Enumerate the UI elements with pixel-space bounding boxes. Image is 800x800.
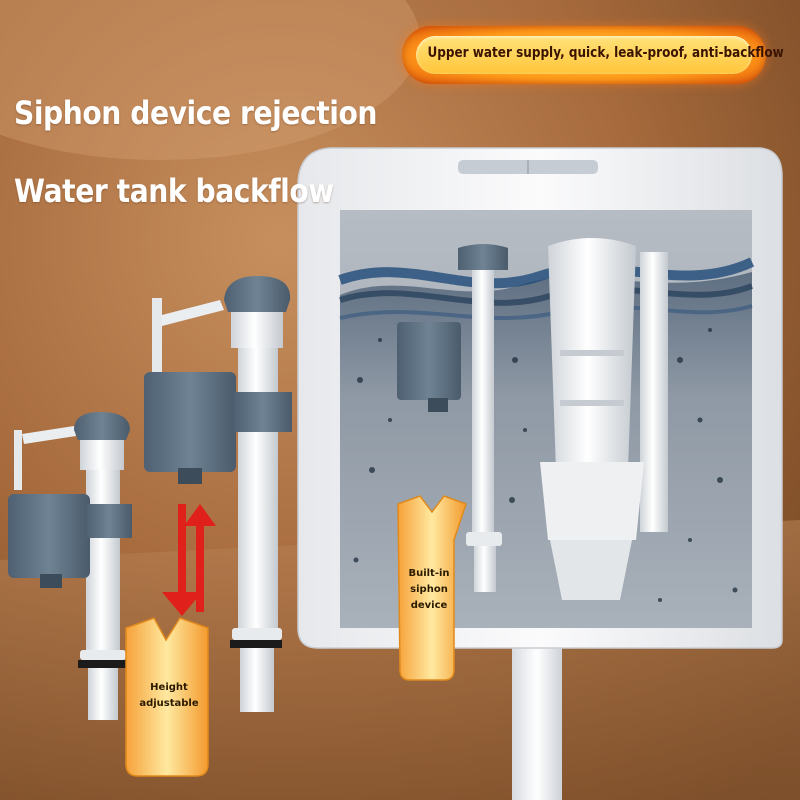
- down-arrow: [178, 504, 186, 600]
- siphon-label-line-2: siphon: [410, 584, 448, 595]
- headline-line-1: Siphon device rejection: [14, 94, 378, 132]
- fill-valve-short: [8, 412, 132, 720]
- up-arrow: [196, 520, 204, 612]
- fill-valve-tall: [144, 276, 292, 712]
- height-label-line-2: adjustable: [139, 698, 199, 709]
- water-tank: [297, 147, 783, 649]
- height-adjust-arrows: [162, 504, 216, 616]
- height-label-line-1: Height: [150, 682, 188, 693]
- siphon-assembly: [540, 238, 668, 600]
- height-tag: [125, 617, 209, 777]
- stand-pipe: [512, 630, 562, 800]
- headline-line-2: Water tank backflow: [14, 172, 334, 210]
- siphon-tag: [397, 495, 467, 681]
- tank-fill-valve: [397, 244, 508, 592]
- siphon-device-label: Built-in siphon device: [398, 566, 460, 614]
- siphon-label-line-1: Built-in: [408, 568, 450, 579]
- height-adjustable-label: Height adjustable: [134, 680, 204, 712]
- feature-badge-text: Upper water supply, quick, leak-proof, a…: [427, 45, 784, 61]
- feature-badge: Upper water supply, quick, leak-proof, a…: [402, 26, 784, 84]
- siphon-label-line-3: device: [410, 600, 448, 611]
